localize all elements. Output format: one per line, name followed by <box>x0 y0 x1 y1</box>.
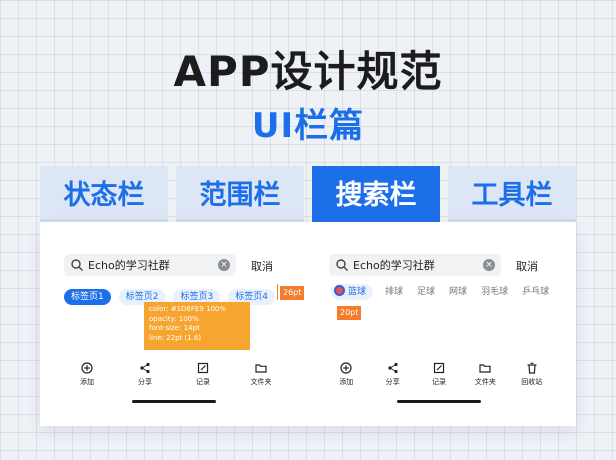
toolbar-label: 记录 <box>431 378 446 386</box>
search-icon <box>336 259 348 271</box>
tab-scope-bar[interactable]: 范围栏 <box>176 166 304 222</box>
search-text: Echo的学习社群 <box>353 259 435 272</box>
chip-label: 篮球 <box>348 287 367 297</box>
toolbar-share-button[interactable]: 分享 <box>373 360 413 387</box>
cancel-button[interactable]: 取消 <box>516 260 538 273</box>
toolbar-label: 添加 <box>339 378 354 386</box>
chip-table-tennis[interactable]: 乒乓球 <box>522 287 550 297</box>
spec-color: color: #1D6FE9 100% <box>149 305 226 313</box>
toolbar-folder-button[interactable]: 文件夹 <box>465 360 505 387</box>
tab-status-bar[interactable]: 状态栏 <box>40 166 168 222</box>
clear-icon[interactable]: × <box>218 259 230 271</box>
chip-football[interactable]: 足球 <box>417 287 436 297</box>
chip-tab-3[interactable]: 标签页3 <box>173 289 221 305</box>
tab-search-bar[interactable]: 搜索栏 <box>312 166 440 222</box>
folder-icon <box>255 364 267 373</box>
preview-card: Echo的学习社群 × 取消 标签页1 标签页2 标签页3 标签页4 26pt col… <box>40 222 576 426</box>
height-annotation: 26pt <box>280 286 305 300</box>
search-text: Echo的学习社群 <box>88 259 170 272</box>
chip-tennis[interactable]: 网球 <box>449 287 468 297</box>
clear-icon[interactable]: × <box>483 259 495 271</box>
add-icon <box>340 362 352 374</box>
basketball-icon <box>334 285 345 296</box>
toolbar-share-button[interactable]: 分享 <box>125 360 165 387</box>
toolbar-label: 文件夹 <box>474 378 496 386</box>
share-icon <box>387 362 398 374</box>
toolbar-label: 分享 <box>138 378 152 386</box>
cancel-button[interactable]: 取消 <box>251 260 273 273</box>
left-phone-mockup: Echo的学习社群 × 取消 标签页1 标签页2 标签页3 标签页4 26pt col… <box>58 222 305 422</box>
folder-icon <box>479 364 491 373</box>
chip-badminton[interactable]: 羽毛球 <box>481 287 509 297</box>
toolbar-add-button[interactable]: 添加 <box>67 360 107 387</box>
chip-tab-2[interactable]: 标签页2 <box>118 289 166 305</box>
category-tabs: 状态栏 范围栏 搜索栏 工具栏 <box>40 166 576 222</box>
chip-volleyball[interactable]: 排球 <box>385 287 404 297</box>
add-icon <box>81 362 93 374</box>
toolbar-label: 文件夹 <box>250 378 272 386</box>
bottom-toolbar: 添加 分享 记录 文件夹 <box>58 360 290 406</box>
toolbar-label: 分享 <box>385 378 400 386</box>
search-input[interactable]: Echo的学习社群 × <box>329 254 501 276</box>
search-input[interactable]: Echo的学习社群 × <box>64 254 236 276</box>
spec-opacity: opacity: 100% <box>149 314 199 323</box>
category-chips: 篮球 排球 足球 网球 羽毛球 乒乓球 <box>331 284 563 300</box>
trash-icon <box>527 362 537 374</box>
chip-basketball[interactable]: 篮球 <box>331 284 374 300</box>
search-icon <box>71 259 83 271</box>
toolbar-add-button[interactable]: 添加 <box>326 360 366 387</box>
edit-icon <box>433 362 445 374</box>
toolbar-folder-button[interactable]: 文件夹 <box>241 360 281 387</box>
tab-toolbar[interactable]: 工具栏 <box>448 166 576 222</box>
spec-font-size: font-size: 14pt <box>149 324 200 333</box>
edit-icon <box>197 362 209 374</box>
home-indicator <box>397 400 481 403</box>
size-annotation: 20pt <box>337 306 362 320</box>
share-icon <box>140 362 150 374</box>
toolbar-label: 记录 <box>196 378 210 386</box>
tab-chips: 标签页1 标签页2 标签页3 标签页4 <box>64 284 283 305</box>
chip-tab-4[interactable]: 标签页4 <box>228 289 275 305</box>
page-title: APP设计规范 <box>173 47 443 96</box>
page-subtitle: UI栏篇 <box>251 106 365 146</box>
spec-tooltip: color: #1D6FE9 100% opacity: 100% font-s… <box>144 302 250 350</box>
spec-line-height: line: 22pt (1.6) <box>149 333 202 342</box>
toolbar-label: 添加 <box>80 378 94 386</box>
toolbar-label: 回收站 <box>521 378 543 386</box>
toolbar-trash-button[interactable]: 回收站 <box>512 360 552 387</box>
right-phone-mockup: Echo的学习社群 × 取消 篮球 排球 足球 网球 羽毛球 乒乓球 20pt 添加 分享… <box>323 222 555 422</box>
height-measure-line <box>277 284 279 300</box>
bottom-toolbar: 添加 分享 记录 文件夹 回收站 <box>323 360 555 406</box>
toolbar-record-button[interactable]: 记录 <box>419 360 459 387</box>
chip-tab-1[interactable]: 标签页1 <box>64 289 111 305</box>
home-indicator <box>132 400 216 403</box>
toolbar-record-button[interactable]: 记录 <box>183 360 223 387</box>
